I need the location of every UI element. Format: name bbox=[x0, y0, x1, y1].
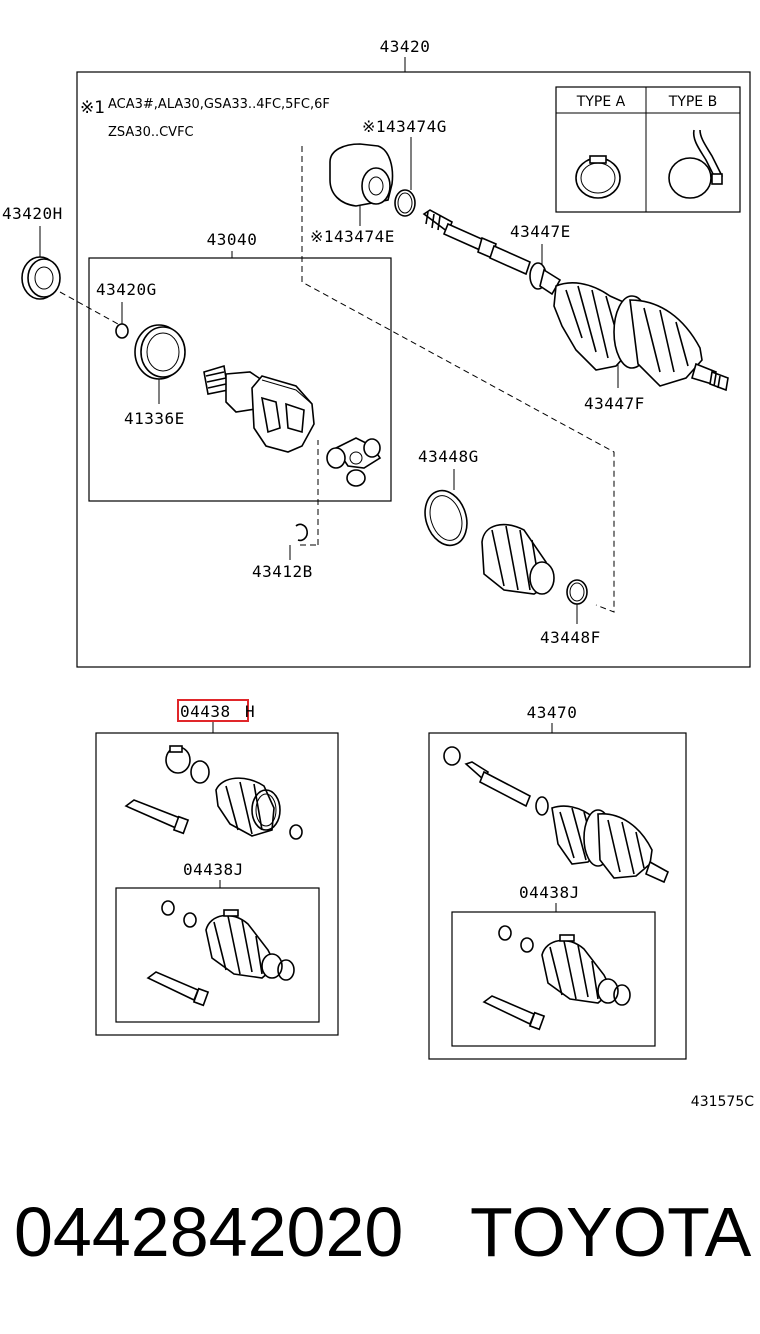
clamp-43447E: 43447E bbox=[510, 222, 571, 264]
label-43448G[interactable]: 43448G bbox=[418, 447, 479, 466]
type-a-clamp-drawing bbox=[575, 155, 621, 199]
inner-boot-kit-frame-right bbox=[451, 911, 656, 1047]
label-143474E[interactable]: ※143474E bbox=[310, 227, 395, 246]
label-41336E[interactable]: 41336E bbox=[124, 409, 185, 428]
shaft-kit-43470-group: 43470 04438J bbox=[428, 703, 687, 1060]
type-a-heading: TYPE A bbox=[576, 94, 626, 110]
note-line-2: ZSA30..CVFC bbox=[108, 125, 194, 140]
outer-joint-boundary bbox=[301, 146, 615, 613]
label-04438H-highlighted[interactable]: 04438 bbox=[180, 702, 231, 721]
boot-43447F: 43447F bbox=[584, 364, 645, 413]
type-b-heading: TYPE B bbox=[668, 94, 717, 110]
boot-kit-frame bbox=[95, 732, 339, 1036]
part-number: 0442842020 bbox=[14, 1193, 404, 1271]
label-43420H[interactable]: 43420H bbox=[2, 204, 63, 223]
inner-boot-kit-frame-left bbox=[115, 887, 320, 1023]
label-43470[interactable]: 43470 bbox=[527, 703, 578, 722]
applicability-note: ※1 ACA3#,ALA30,GSA33..4FC,5FC,6F ZSA30..… bbox=[80, 97, 330, 140]
seal-43420H: 43420H bbox=[2, 204, 119, 325]
clamp-type-table: TYPE A TYPE B bbox=[555, 86, 741, 213]
inner-joint-43040-group: 43040 43420G 41336E bbox=[88, 230, 392, 502]
outer-boot-group: 43448G 43448F bbox=[418, 447, 601, 647]
assembly-43420-frame bbox=[76, 71, 751, 668]
highlight-box bbox=[177, 699, 249, 722]
label-43420G[interactable]: 43420G bbox=[96, 280, 157, 299]
label-43447E[interactable]: 43447E bbox=[510, 222, 571, 241]
label-04438H-suffix: H bbox=[245, 702, 255, 721]
tripod-spider-drawing bbox=[326, 437, 382, 487]
label-143474G[interactable]: ※143474G bbox=[362, 117, 447, 136]
bearing-ring-drawing bbox=[134, 324, 186, 380]
snap-ring-43412B: 43412B bbox=[252, 440, 319, 581]
note-line-1: ACA3#,ALA30,GSA33..4FC,5FC,6F bbox=[108, 97, 330, 112]
label-43447F[interactable]: 43447F bbox=[584, 394, 645, 413]
damper-group: ※143474E ※143474G bbox=[310, 117, 447, 246]
label-04438J-right[interactable]: 04438J bbox=[519, 883, 580, 902]
brand-name: TOYOTA bbox=[470, 1193, 752, 1271]
tripod-housing-drawing bbox=[203, 364, 315, 453]
driveshaft-drawing bbox=[422, 209, 729, 392]
shaft-kit-frame bbox=[428, 732, 687, 1060]
assembly-43420-group: 43420 bbox=[76, 37, 751, 668]
boot-kit-04438H-group: 04438 H 04438J bbox=[95, 699, 339, 1036]
label-43412B[interactable]: 43412B bbox=[252, 562, 313, 581]
label-04438J-left[interactable]: 04438J bbox=[183, 860, 244, 879]
type-b-clamp-drawing bbox=[668, 129, 724, 199]
drawing-reference: 431575C bbox=[691, 1094, 754, 1110]
inner-joint-frame bbox=[88, 257, 392, 502]
label-43448F[interactable]: 43448F bbox=[540, 628, 601, 647]
label-43040[interactable]: 43040 bbox=[207, 230, 258, 249]
note-mark: ※1 bbox=[80, 98, 105, 118]
label-43420[interactable]: 43420 bbox=[380, 37, 431, 56]
